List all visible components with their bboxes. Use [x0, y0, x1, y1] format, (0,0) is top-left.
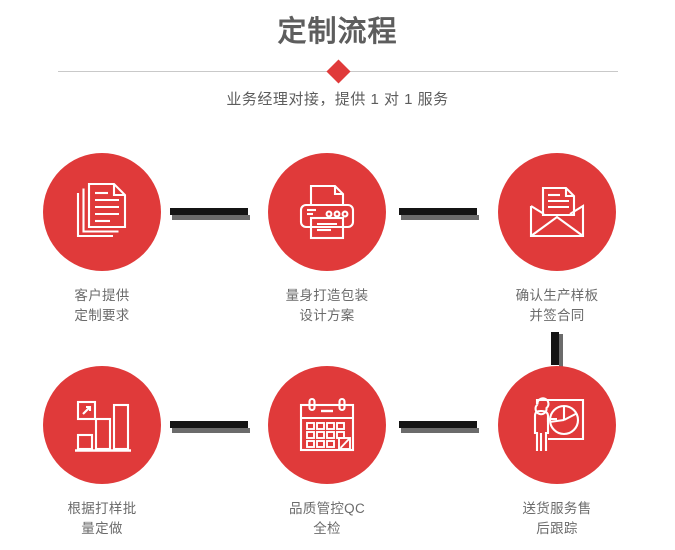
flow-step-3-circle	[498, 153, 616, 271]
flow-step-6[interactable]: 送货服务售 后跟踪	[467, 366, 647, 539]
connector-step4-step5	[170, 421, 250, 433]
documents-stack-icon	[76, 182, 127, 238]
flow-step-3-caption: 确认生产样板 并签合同	[515, 288, 599, 323]
diamond-divider-icon	[325, 59, 351, 84]
flow-step-5-circle	[268, 366, 386, 484]
flow-step-2-caption: 量身打造包装 设计方案	[285, 288, 369, 323]
page-title: 定制流程	[277, 16, 398, 48]
connector-step2-step3	[399, 208, 479, 220]
flow-step-3[interactable]: 确认生产样板 并签合同	[467, 153, 647, 326]
presenter-pie-chart-icon	[533, 397, 585, 451]
flow-step-1-caption: 客户提供 定制要求	[74, 288, 130, 323]
process-flow: 客户提供 定制要求	[0, 125, 675, 550]
flow-step-2[interactable]: 量身打造包装 设计方案	[237, 153, 417, 326]
flow-step-6-circle	[498, 366, 616, 484]
flow-step-5[interactable]: 品质管控QC 全检	[237, 366, 417, 539]
title-divider	[58, 59, 618, 84]
flow-step-4-caption: 根据打样批 量定做	[67, 501, 137, 536]
flow-step-5-caption: 品质管控QC 全检	[288, 501, 366, 536]
bar-chart-growth-icon	[75, 400, 131, 452]
flow-step-4[interactable]: 根据打样批 量定做	[12, 366, 192, 539]
flow-step-1[interactable]: 客户提供 定制要求	[12, 153, 192, 326]
page-header: 定制流程 业务经理对接，提供 1 对 1 服务	[0, 0, 675, 125]
calendar-check-icon	[299, 397, 355, 452]
connector-step1-step2	[170, 208, 250, 220]
connector-step5-step6	[399, 421, 479, 433]
printer-icon	[299, 184, 355, 240]
connector-step3-step6	[551, 332, 563, 367]
flow-step-2-circle	[268, 153, 386, 271]
flow-step-1-circle	[43, 153, 161, 271]
flow-step-6-caption: 送货服务售 后跟踪	[522, 501, 592, 536]
page-subtitle: 业务经理对接，提供 1 对 1 服务	[226, 91, 449, 108]
envelope-document-icon	[529, 186, 585, 238]
flow-step-4-circle	[43, 366, 161, 484]
